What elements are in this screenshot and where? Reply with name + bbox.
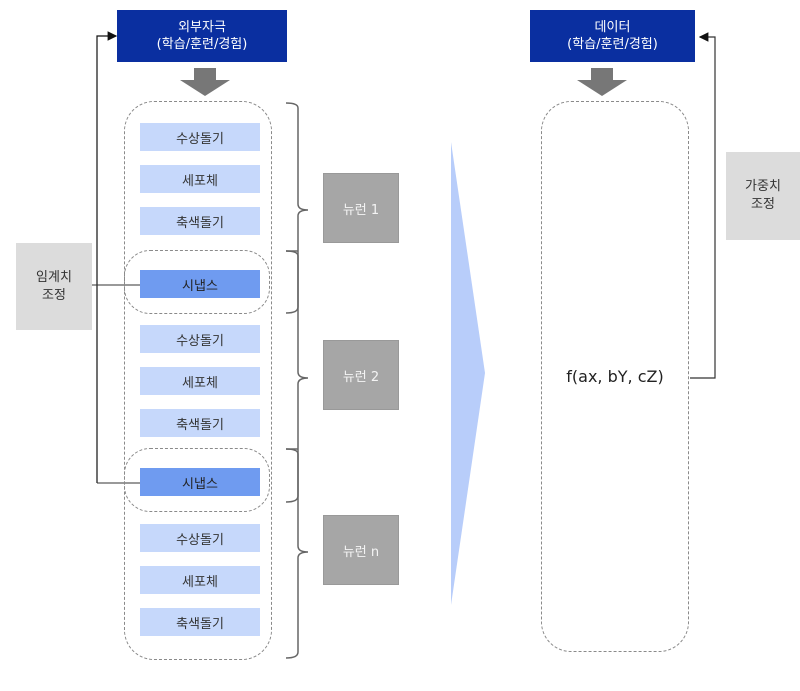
synapse-group-2 (124, 448, 270, 512)
weight-adjust-box: 가중치 조정 (726, 152, 800, 240)
weight-label-1: 가중치 (745, 179, 781, 194)
brace-neuron-1 (285, 102, 309, 314)
external-stimulus-header: 외부자극 (학습/훈련/경험) (117, 10, 287, 62)
data-subtitle: (학습/훈련/경험) (567, 37, 658, 52)
threshold-label-1: 임계치 (36, 269, 72, 285)
brace-neuron-n (285, 448, 309, 659)
data-header: 데이터 (학습/훈련/경험) (530, 10, 695, 62)
synapse-2: 시냅스 (140, 468, 260, 496)
biological-neuron-container (124, 101, 272, 660)
left-down-arrow-icon (180, 68, 230, 96)
threshold-label-2: 조정 (42, 287, 66, 303)
axon-n: 축색돌기 (140, 608, 260, 636)
dendrite-1: 수상돌기 (140, 123, 260, 151)
function-label: f(ax, bY, cZ) (566, 367, 664, 386)
synapse-1: 시냅스 (140, 270, 260, 298)
neuron-1-box: 뉴런 1 (323, 173, 399, 243)
dendrite-n: 수상돌기 (140, 524, 260, 552)
brace-neuron-2 (285, 250, 309, 503)
cell-body-2: 세포체 (140, 367, 260, 395)
axon-2: 축색돌기 (140, 409, 260, 437)
threshold-feedback-line (96, 31, 118, 483)
threshold-adjust-box: 임계치 조정 (16, 243, 92, 330)
dendrite-2: 수상돌기 (140, 325, 260, 353)
function-container: f(ax, bY, cZ) (541, 101, 689, 652)
weight-label-2: 조정 (751, 197, 775, 212)
axon-1: 축색돌기 (140, 207, 260, 235)
big-right-arrow-icon (451, 142, 485, 605)
neuron-2-box: 뉴런 2 (323, 340, 399, 410)
weight-feedback-line (690, 32, 716, 379)
data-title: 데이터 (594, 20, 631, 35)
external-stimulus-title: 외부자극 (178, 20, 226, 35)
synapse-group-1 (124, 250, 270, 314)
cell-body-n: 세포체 (140, 566, 260, 594)
external-stimulus-subtitle: (학습/훈련/경험) (156, 37, 248, 52)
right-down-arrow-icon (577, 68, 627, 96)
neuron-n-box: 뉴런 n (323, 515, 399, 585)
cell-body-1: 세포체 (140, 165, 260, 193)
